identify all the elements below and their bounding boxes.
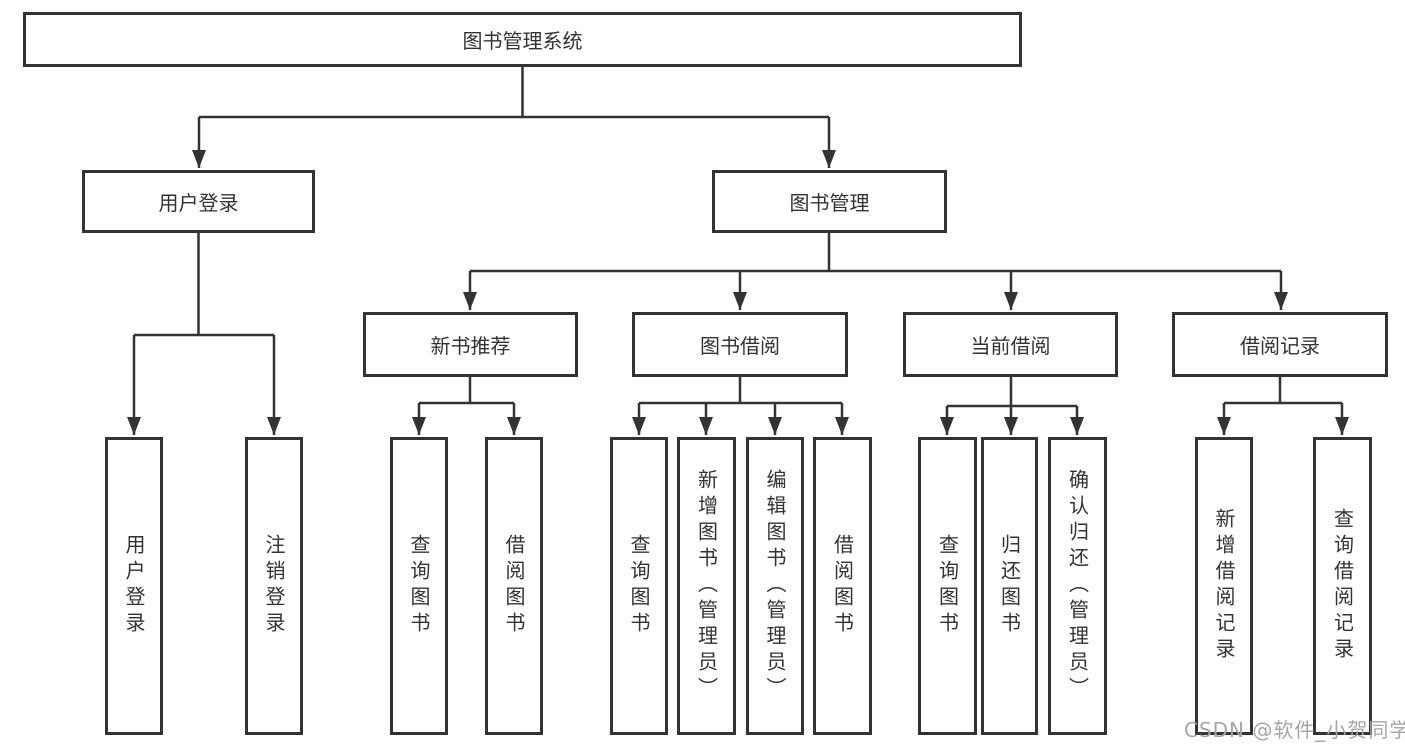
leaf-query-books-1-label: 查询图书 — [407, 534, 431, 638]
leaf-user-login: 用户登录 — [105, 437, 163, 735]
leaf-return-books: 归还图书 — [981, 437, 1038, 735]
leaf-add-book-admin-label: 新增图书（管理员） — [694, 469, 719, 703]
node-borrowing-records: 借阅记录 — [1172, 312, 1388, 377]
leaf-query-borrow-record-label: 查询借阅记录 — [1330, 508, 1355, 664]
leaf-query-books-2-label: 查询图书 — [627, 534, 651, 638]
leaf-borrow-books-1-label: 借阅图书 — [502, 534, 526, 638]
node-book-borrowing: 图书借阅 — [632, 312, 848, 377]
node-user-login: 用户登录 — [82, 170, 315, 233]
leaf-query-books-3-label: 查询图书 — [935, 534, 960, 638]
leaf-borrow-books-2: 借阅图书 — [813, 437, 872, 735]
connector-arrows — [127, 117, 1349, 435]
leaf-borrow-books-1: 借阅图书 — [485, 437, 543, 735]
leaf-add-borrow-record: 新增借阅记录 — [1195, 437, 1253, 735]
leaf-add-book-admin: 新增图书（管理员） — [677, 437, 736, 735]
node-book-management: 图书管理 — [712, 170, 947, 233]
leaf-edit-book-admin-label: 编辑图书（管理员） — [763, 469, 787, 703]
watermark: CSDN @软件_小贺同学 — [1184, 718, 1405, 742]
leaf-add-borrow-record-label: 新增借阅记录 — [1212, 508, 1236, 664]
leaf-query-borrow-record: 查询借阅记录 — [1313, 437, 1372, 735]
leaf-confirm-return-admin: 确认归还（管理员） — [1048, 437, 1107, 735]
node-root: 图书管理系统 — [23, 12, 1022, 67]
leaf-logout-login-label: 注销登录 — [262, 534, 286, 638]
leaf-edit-book-admin: 编辑图书（管理员） — [746, 437, 804, 735]
leaf-query-books-3: 查询图书 — [918, 437, 977, 735]
leaf-query-books-2: 查询图书 — [610, 437, 668, 735]
leaf-query-books-1: 查询图书 — [390, 437, 448, 735]
leaf-borrow-books-2-label: 借阅图书 — [830, 534, 855, 638]
leaf-confirm-return-admin-label: 确认归还（管理员） — [1065, 469, 1090, 703]
node-new-book-recommend: 新书推荐 — [363, 312, 578, 377]
leaf-return-books-label: 归还图书 — [997, 534, 1022, 638]
node-current-borrowing: 当前借阅 — [903, 312, 1118, 377]
leaf-logout-login: 注销登录 — [245, 437, 303, 735]
leaf-user-login-label: 用户登录 — [122, 534, 146, 638]
connector-lines — [134, 67, 1342, 408]
